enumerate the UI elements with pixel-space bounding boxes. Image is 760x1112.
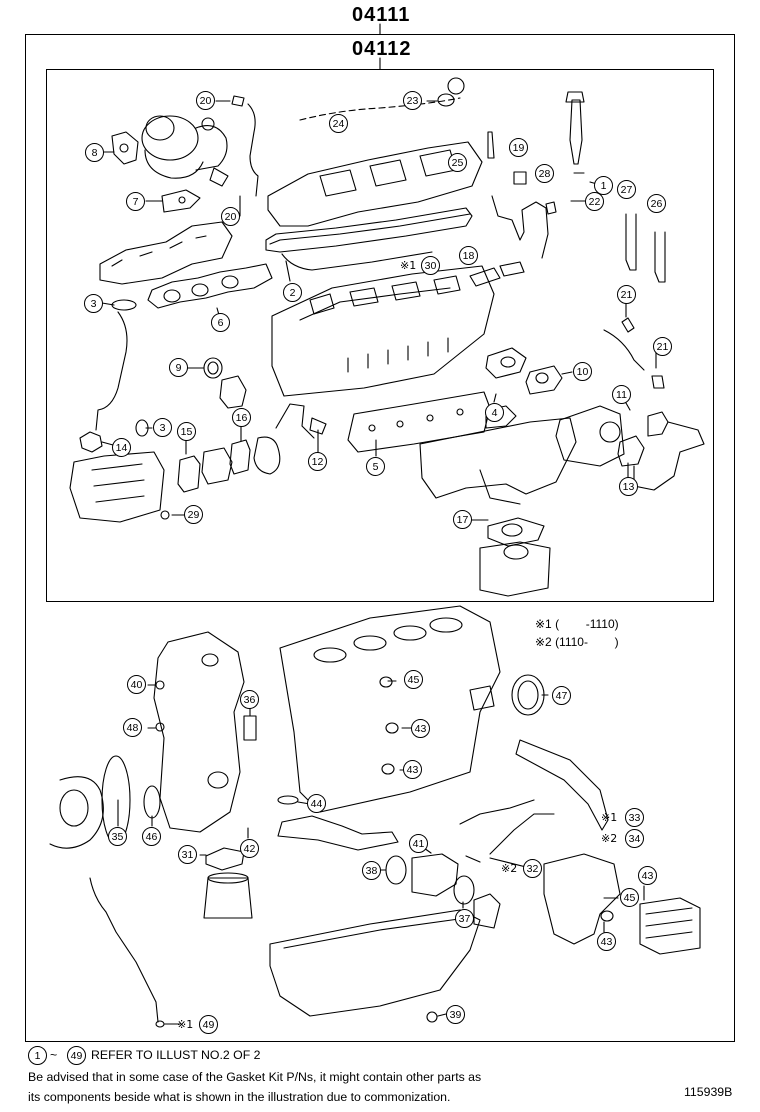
- callout-39[interactable]: 39: [446, 1005, 465, 1024]
- callout-44[interactable]: 44: [307, 794, 326, 813]
- callout-5[interactable]: 5: [366, 457, 385, 476]
- oil-pan-drawing: [269, 909, 481, 1017]
- refer-note: REFER TO ILLUST NO.2 OF 2: [91, 1048, 261, 1062]
- callout-6[interactable]: 6: [211, 313, 230, 332]
- refer-tilde: ~: [50, 1048, 58, 1062]
- callout-4[interactable]: 4: [485, 403, 504, 422]
- callout-20-lower[interactable]: 20: [221, 207, 240, 226]
- kit-number-outer: 04111: [352, 4, 411, 26]
- cylinder-block-drawing: [279, 605, 501, 813]
- callout-14[interactable]: 14: [112, 438, 131, 457]
- mark-33: ※1: [601, 811, 618, 824]
- callout-26[interactable]: 26: [647, 194, 666, 213]
- callout-19[interactable]: 19: [509, 138, 528, 157]
- callout-1[interactable]: 1: [594, 176, 613, 195]
- cylinder-head-cover-drawing: [267, 97, 483, 227]
- callout-37[interactable]: 37: [455, 909, 474, 928]
- callout-21-lower[interactable]: 21: [653, 337, 672, 356]
- callout-29[interactable]: 29: [184, 505, 203, 524]
- callout-33[interactable]: 33: [625, 808, 644, 827]
- callout-49[interactable]: 49: [199, 1015, 218, 1034]
- mark-30: ※1: [400, 259, 417, 272]
- callout-2[interactable]: 2: [283, 283, 302, 302]
- callout-43-block-upper[interactable]: 43: [411, 719, 430, 738]
- callout-7[interactable]: 7: [126, 192, 145, 211]
- callout-43-cooler-upper[interactable]: 43: [638, 866, 657, 885]
- callout-31[interactable]: 31: [178, 845, 197, 864]
- callout-10[interactable]: 10: [573, 362, 592, 381]
- advisory-line-2: its components beside what is shown in t…: [28, 1090, 451, 1104]
- callout-36[interactable]: 36: [240, 690, 259, 709]
- callout-35[interactable]: 35: [108, 827, 127, 846]
- refer-start-callout: 1: [28, 1046, 47, 1065]
- kit-number-inner: 04112: [352, 38, 412, 60]
- legend-mark-1: ※1 ( -1110): [535, 617, 619, 631]
- callout-38[interactable]: 38: [362, 861, 381, 880]
- callout-40[interactable]: 40: [127, 675, 146, 694]
- callout-22[interactable]: 22: [585, 192, 604, 211]
- advisory-line-1: Be advised that in some case of the Gask…: [28, 1070, 482, 1084]
- callout-13[interactable]: 13: [619, 477, 638, 496]
- callout-27[interactable]: 27: [617, 180, 636, 199]
- callout-9[interactable]: 9: [169, 358, 188, 377]
- mark-34: ※2: [601, 832, 618, 845]
- callout-43-block-lower[interactable]: 43: [403, 760, 422, 779]
- callout-47[interactable]: 47: [552, 686, 571, 705]
- callout-8[interactable]: 8: [85, 143, 104, 162]
- callout-41[interactable]: 41: [409, 834, 428, 853]
- callout-21-upper[interactable]: 21: [617, 285, 636, 304]
- callout-45-lower[interactable]: 45: [620, 888, 639, 907]
- callout-30[interactable]: 30: [421, 256, 440, 275]
- callout-45-upper[interactable]: 45: [404, 670, 423, 689]
- callout-23[interactable]: 23: [403, 91, 422, 110]
- callout-3-upper[interactable]: 3: [84, 294, 103, 313]
- callout-25[interactable]: 25: [448, 153, 467, 172]
- callout-34[interactable]: 34: [625, 829, 644, 848]
- turbocharger-drawing: [141, 115, 228, 179]
- callout-17[interactable]: 17: [453, 510, 472, 529]
- callout-28[interactable]: 28: [535, 164, 554, 183]
- callout-24[interactable]: 24: [329, 114, 348, 133]
- callout-3-lower[interactable]: 3: [153, 418, 172, 437]
- callout-15[interactable]: 15: [177, 422, 196, 441]
- mark-49: ※1: [177, 1018, 194, 1031]
- callout-20-upper[interactable]: 20: [196, 91, 215, 110]
- callout-11[interactable]: 11: [612, 385, 631, 404]
- cylinder-head-drawing: [271, 265, 495, 397]
- callout-12[interactable]: 12: [308, 452, 327, 471]
- callout-46[interactable]: 46: [142, 827, 161, 846]
- callout-48[interactable]: 48: [123, 718, 142, 737]
- legend-mark-2: ※2 (1110- ): [535, 635, 619, 649]
- mark-32: ※2: [501, 862, 518, 875]
- refer-end-callout: 49: [67, 1046, 86, 1065]
- callout-16[interactable]: 16: [232, 408, 251, 427]
- callout-42[interactable]: 42: [240, 839, 259, 858]
- callout-18[interactable]: 18: [459, 246, 478, 265]
- callout-32[interactable]: 32: [523, 859, 542, 878]
- callout-43-cooler-lower[interactable]: 43: [597, 932, 616, 951]
- illustration-number: 115939B: [684, 1085, 733, 1099]
